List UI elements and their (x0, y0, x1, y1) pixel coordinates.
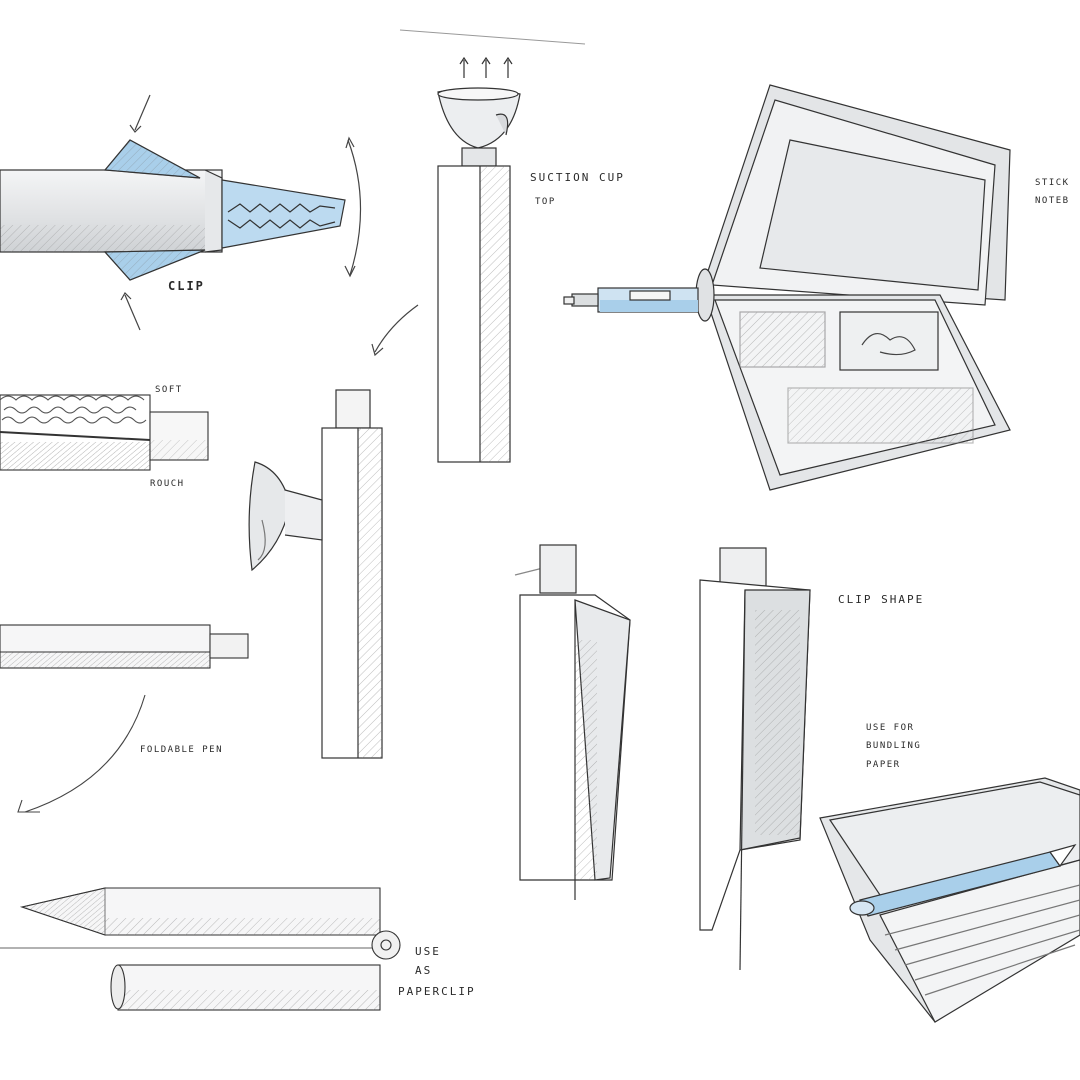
label-clip: CLIP (168, 279, 205, 293)
label-soft: SOFT (155, 385, 183, 395)
guide-line (399, 29, 586, 45)
label-paperclip-line2: AS (415, 964, 433, 977)
thin-pen-sketch (0, 624, 249, 813)
label-stick-notes-line2: NOTEB (1035, 196, 1070, 206)
label-paperclip-line1: USE (415, 945, 441, 958)
side-suction-pen-sketch (248, 304, 419, 759)
label-rough: ROUCH (150, 479, 185, 489)
label-clip-shape: CLIP SHAPE (838, 593, 925, 606)
paperclip-pen-sketch (0, 887, 401, 1011)
soft-rough-grip-sketch (0, 394, 209, 471)
label-bundling-line1: USE FOR (866, 723, 915, 733)
book-bundling-pencil-sketch (819, 777, 1080, 1023)
label-bundling-line2: BUNDLING (866, 741, 922, 751)
book-with-pen-sketch (563, 84, 1011, 491)
label-stick-notes-line1: STICK (1035, 178, 1070, 188)
clip-shape-pens-sketch (514, 544, 811, 971)
label-top: TOP (535, 197, 556, 207)
label-foldable-pen: FOLDABLE PEN (140, 745, 224, 755)
label-bundling-line3: PAPER (866, 760, 901, 770)
label-suction-cup: SUCTION CUP (530, 171, 625, 184)
suction-cup-pen-sketch (437, 56, 521, 463)
clip-jaw-pen-sketch (0, 94, 362, 331)
label-paperclip-line3: PAPERCLIP (398, 985, 476, 998)
